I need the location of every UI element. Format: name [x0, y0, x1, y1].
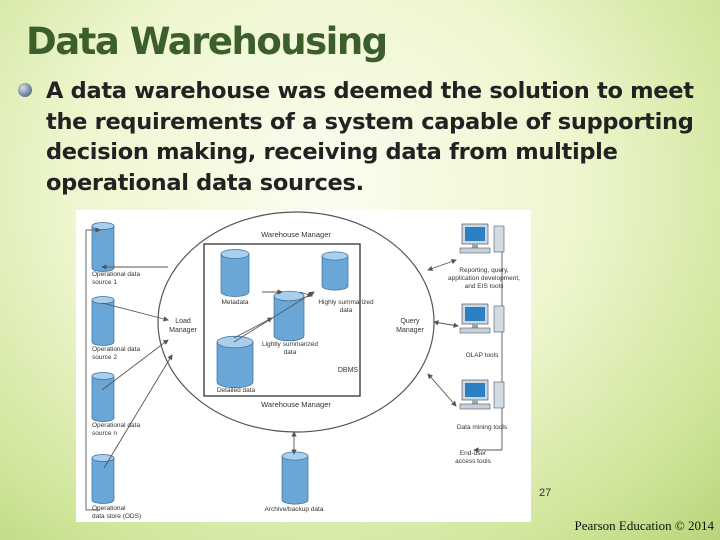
copyright-footer: Pearson Education © 2014 [574, 518, 715, 533]
arrow-ods [103, 354, 173, 469]
query-manager-label-1: Query [400, 318, 420, 325]
arrow-datamining [427, 373, 457, 407]
monitor-icon [459, 379, 505, 410]
archive-label: Archive/backup data [265, 506, 324, 513]
load-manager-label-1: Load [175, 318, 191, 325]
diagram-canvas: Warehouse Manager Warehouse Manager Load… [85, 211, 520, 520]
source-n-label-1: Operational data [92, 422, 140, 429]
page-number: 27 [539, 487, 552, 499]
source-1-label-2: source 1 [92, 279, 117, 286]
bullet-text: A data warehouse was deemed the solution… [46, 78, 694, 196]
lightly-summarized-label-2: data [284, 349, 297, 356]
detailed-data-label: Detailed data [217, 387, 256, 394]
arrow-source2 [101, 302, 169, 322]
load-manager-label-2: Manager [169, 327, 197, 334]
arrow-source-n [101, 339, 169, 391]
dbms-label: DBMS [338, 367, 359, 374]
source-n-label-2: source n [92, 430, 117, 437]
source-2-label-1: Operational data [92, 346, 140, 353]
highly-summarized-label-2: data [340, 307, 353, 314]
arrow-detailed-to-light [233, 317, 273, 339]
olap-tools-label: OLAP tools [466, 352, 500, 359]
dbms-box [203, 243, 361, 397]
detailed-data-cylinder [216, 335, 254, 389]
arrow-to-highly [299, 291, 313, 298]
ods-label-1: Operational [92, 505, 126, 512]
warehouse-manager-top-label: Warehouse Manager [261, 230, 331, 239]
highly-summarized-label-1: Highly summarized [318, 299, 374, 306]
source-1-label-1: Operational data [92, 271, 140, 278]
metadata-label: Metadata [221, 299, 248, 306]
source-n-cylinder [91, 372, 115, 422]
slide-title: Data Warehousing [26, 20, 388, 63]
lightly-summarized-cylinder [273, 290, 305, 342]
reporting-tools-label-1: Reporting, query, [459, 267, 509, 274]
ods-label-2: data store (ODS) [92, 513, 141, 520]
reporting-tools-label-2: application development, [448, 275, 520, 282]
monitor-icon [459, 303, 505, 334]
arrow-reporting [427, 258, 457, 272]
arrow-olap [433, 320, 459, 328]
query-manager-label-2: Manager [396, 327, 424, 334]
source-1-cylinder [91, 222, 115, 272]
warehouse-manager-bottom-label: Warehouse Manager [261, 400, 331, 409]
end-user-label-2: access tools [455, 458, 492, 465]
highly-summarized-cylinder [321, 251, 349, 291]
source-2-label-2: source 2 [92, 354, 117, 361]
lightly-summarized-label-1: Lightly summarized [262, 341, 318, 348]
arrow-detailed-to-highly [233, 291, 315, 343]
data-mining-tools-label: Data mining tools [457, 424, 508, 431]
monitor-icon [459, 223, 505, 254]
archive-cylinder [281, 451, 309, 505]
data-warehouse-architecture-diagram: Warehouse Manager Warehouse Manager Load… [76, 210, 531, 522]
bullet-icon [18, 83, 32, 97]
reporting-tools-label-3: and EIS tools [465, 283, 504, 290]
end-user-label-1: End-user [460, 450, 487, 457]
ods-cylinder [91, 454, 115, 504]
source-2-cylinder [91, 296, 115, 346]
metadata-cylinder [220, 249, 250, 297]
